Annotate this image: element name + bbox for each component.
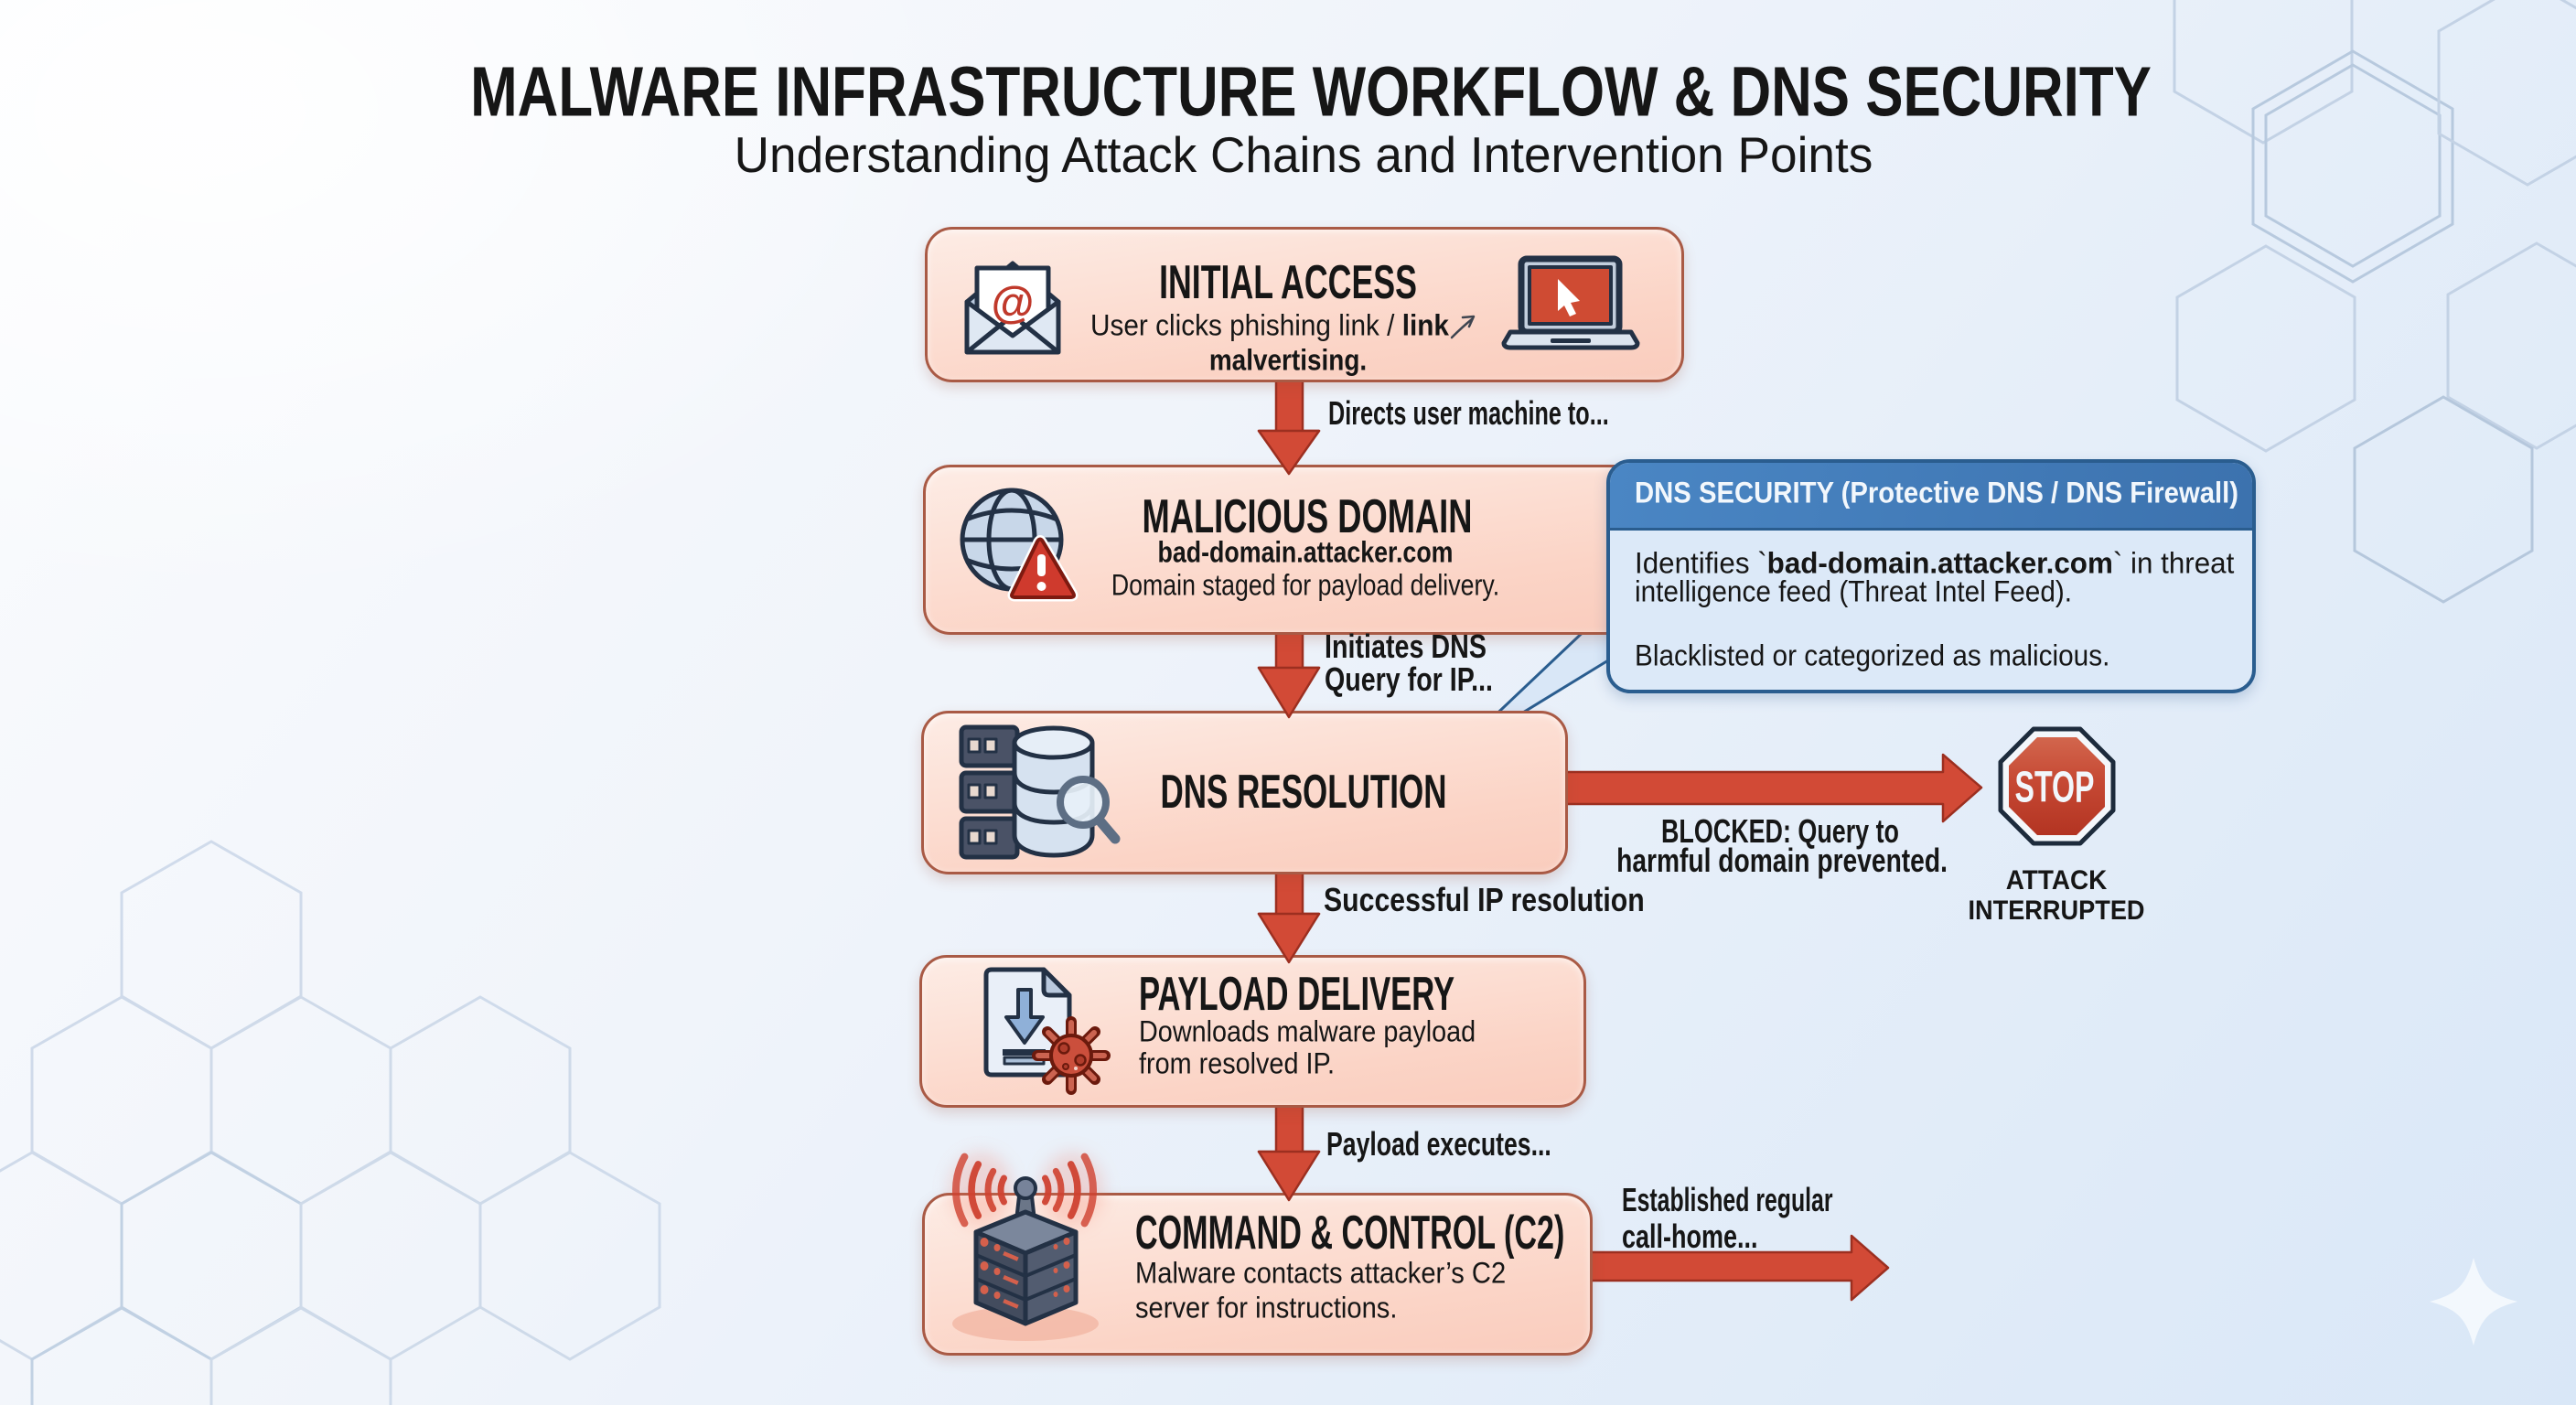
svg-text:@: @ <box>992 279 1035 327</box>
